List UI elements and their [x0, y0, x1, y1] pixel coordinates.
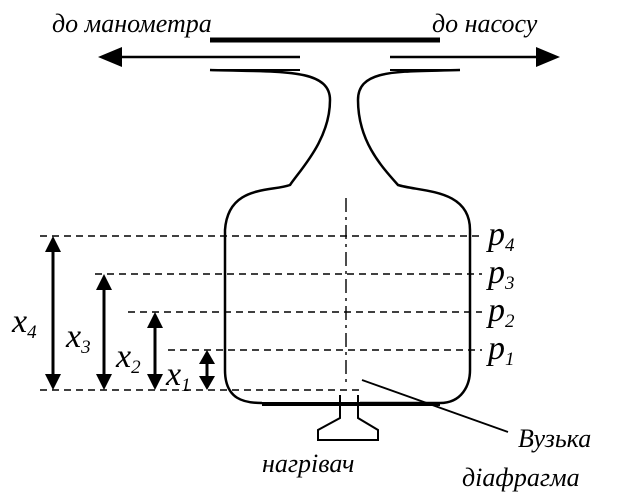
x3-arrow	[96, 274, 112, 390]
x1-label: x1	[165, 356, 191, 396]
x2-arrow	[147, 312, 163, 390]
p3-label: p3	[486, 254, 515, 294]
flow-arrow-left	[98, 47, 300, 67]
to-manometer-label: до манометра	[52, 9, 212, 38]
p4-label: p4	[486, 216, 515, 256]
x1-arrow	[199, 350, 215, 390]
diaphragm-leader-line	[361, 379, 509, 433]
narrow-diaphragm-label-line1: Вузька	[518, 424, 591, 453]
heater-label: нагрівач	[262, 449, 354, 478]
p1-label: p1	[486, 330, 515, 370]
flow-arrow-right	[390, 47, 560, 67]
x2-label: x2	[115, 338, 141, 378]
to-pump-label: до насосу	[432, 9, 538, 38]
x4-arrow	[45, 236, 61, 390]
x3-label: x3	[65, 318, 91, 358]
p2-label: p2	[486, 292, 515, 332]
narrow-diaphragm-label-line2: діафрагма	[462, 463, 580, 492]
x4-label: x4	[11, 303, 37, 343]
heater	[317, 395, 379, 441]
